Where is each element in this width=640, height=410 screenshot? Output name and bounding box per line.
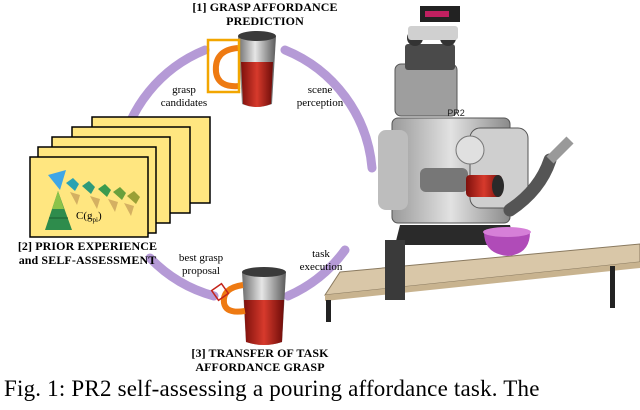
arc-top-right: [280, 45, 377, 173]
arc-bottom-right: [283, 245, 350, 301]
card-formula-close: ): [97, 210, 102, 222]
mug-bottom: [210, 267, 286, 345]
figure-caption: Fig. 1: PR2 self-assessing a pouring aff…: [4, 376, 540, 401]
pyramid-icon: [45, 191, 72, 230]
mug-top: [212, 31, 276, 107]
title-left-line2: and SELF-ASSESSMENT: [18, 252, 157, 267]
grasp-samples-illustration: [48, 170, 140, 216]
label-best-grasp-proposal: best grasp proposal: [160, 252, 242, 277]
grasp-highlight-box: [206, 38, 241, 94]
title-bottom-line2: AFFORDANCE GRASP: [195, 359, 325, 374]
bowl: [483, 227, 531, 256]
title-top-line2: PREDICTION: [226, 13, 304, 28]
label-scene-perception-line1: scene: [307, 84, 333, 96]
label-best-grasp-proposal-line2: proposal: [182, 264, 220, 277]
label-task-execution-line1: task: [312, 248, 330, 260]
label-scene-perception: scene perception: [280, 84, 360, 109]
title-grasp-affordance-prediction: [1] GRASP AFFORDANCE PREDICTION: [160, 0, 370, 29]
card-formula-subscript: pi: [92, 216, 98, 225]
label-grasp-candidates: grasp candidates: [143, 84, 225, 109]
table: [324, 243, 640, 322]
card-formula: C(gpi): [76, 210, 120, 224]
title-left-line1: [2] PRIOR EXPERIENCE: [17, 239, 158, 253]
label-grasp-candidates-line1: grasp: [172, 84, 196, 96]
label-grasp-candidates-line2: candidates: [160, 96, 208, 109]
label-scene-perception-line2: perception: [296, 96, 344, 109]
label-task-execution: task execution: [286, 248, 356, 273]
arc-bottom-left: [145, 253, 219, 301]
title-prior-experience: [2] PRIOR EXPERIENCE and SELF-ASSESSMENT: [0, 239, 175, 268]
title-bottom-line1: [3] TRANSFER OF TASK: [191, 346, 329, 360]
title-top-line1: [1] GRASP AFFORDANCE: [192, 0, 338, 14]
robot-badge: PR2: [447, 108, 465, 118]
label-best-grasp-proposal-line1: best grasp: [178, 252, 224, 264]
label-task-execution-line2: execution: [299, 260, 343, 273]
card-formula-text: C(g: [76, 210, 93, 222]
title-transfer-of-task: [3] TRANSFER OF TASK AFFORDANCE GRASP: [160, 346, 360, 375]
